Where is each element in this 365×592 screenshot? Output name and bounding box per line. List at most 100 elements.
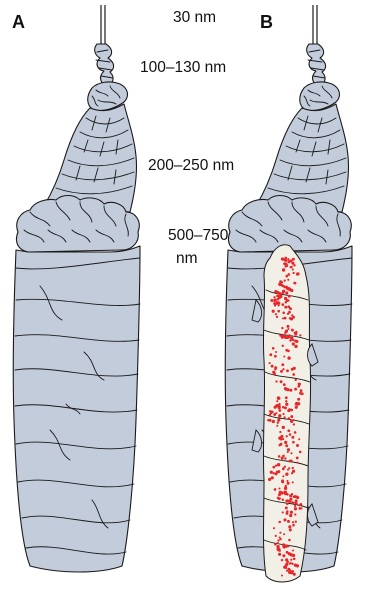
- scaffold-protein-dot: [278, 553, 281, 556]
- scaffold-protein-dot: [281, 336, 284, 339]
- scaffold-protein-dot: [294, 431, 297, 434]
- scaffold-protein-dot: [273, 296, 275, 298]
- scaffold-protein-dot: [280, 380, 283, 383]
- scaffold-protein-dot: [277, 310, 280, 313]
- scaffold-protein-dot: [294, 345, 297, 348]
- scaffold-protein-dot: [296, 340, 299, 343]
- scaffold-protein-dot: [277, 470, 280, 473]
- scaffold-protein-dot: [290, 452, 292, 454]
- scaffold-protein-dot: [278, 497, 280, 499]
- scaffold-protein-dot: [274, 368, 276, 370]
- scaffold-protein-dot: [277, 542, 279, 544]
- scaffold-protein-dot: [286, 480, 288, 482]
- scaffold-protein-dot: [269, 362, 271, 364]
- scaffold-protein-dot: [299, 334, 301, 336]
- scaffold-protein-dot: [286, 551, 289, 554]
- scaffold-protein-dot: [292, 524, 295, 527]
- scaffold-protein-dot: [284, 465, 286, 467]
- scaffold-protein-dot: [286, 503, 289, 506]
- scaffold-protein-dot: [279, 521, 281, 523]
- scaffold-protein-dot: [275, 405, 278, 408]
- panel-label-a: A: [12, 12, 25, 32]
- scaffold-protein-dot: [285, 396, 288, 399]
- scaffold-protein-dot: [292, 481, 294, 483]
- scaffold-protein-dot: [292, 342, 295, 345]
- scaffold-protein-dot: [289, 514, 292, 517]
- scaffold-protein-dot: [291, 266, 293, 268]
- scaffold-protein-dot: [278, 406, 281, 409]
- scaffold-protein-dot: [278, 444, 280, 446]
- scaffold-protein-dot: [285, 400, 287, 402]
- label-coil-width: 200–250 nm: [148, 157, 234, 174]
- scaffold-protein-dot: [299, 451, 302, 454]
- scaffold-protein-dot: [270, 471, 273, 474]
- scaffold-protein-dot: [289, 528, 292, 531]
- scaffold-protein-dot: [296, 503, 298, 505]
- scaffold-protein-dot: [284, 279, 286, 281]
- label-solenoid-width: 100–130 nm: [140, 59, 226, 76]
- panel-a-chromosome: [13, 5, 140, 572]
- scaffold-protein-dot: [284, 317, 287, 320]
- scaffold-protein-dot: [282, 345, 284, 347]
- scaffold-protein-dot: [287, 451, 289, 453]
- scaffold-protein-dot: [269, 410, 271, 412]
- scaffold-protein-dot: [274, 355, 277, 358]
- scaffold-protein-dot: [296, 496, 299, 499]
- scaffold-protein-dot: [285, 403, 288, 406]
- scaffold-protein-dot: [288, 467, 290, 469]
- scaffold-protein-dot: [294, 388, 297, 391]
- scaffold-protein-dot: [281, 363, 284, 366]
- scaffold-protein-dot: [282, 438, 284, 440]
- scaffold-protein-dot: [282, 268, 285, 271]
- scaffold-protein-dot: [292, 268, 294, 270]
- scaffold-protein-dot: [280, 370, 283, 373]
- scaffold-protein-dot: [281, 281, 283, 283]
- scaffold-protein-dot: [291, 501, 293, 503]
- scaffold-protein-dot: [291, 436, 294, 439]
- scaffold-protein-dot: [281, 303, 284, 306]
- scaffold-protein-dot: [286, 263, 288, 265]
- scaffold-protein-dot: [279, 536, 281, 538]
- scaffold-protein-dot: [281, 491, 284, 494]
- scaffold-protein-dot: [278, 548, 280, 550]
- scaffold-protein-dot: [287, 356, 290, 359]
- scaffold-protein-dot: [293, 264, 295, 266]
- scaffold-protein-dot: [287, 279, 289, 281]
- scaffold-protein-dot: [290, 511, 293, 514]
- scaffold-protein-dot: [274, 373, 277, 376]
- scaffold-protein-dot: [296, 462, 298, 464]
- scaffold-protein-dot: [267, 419, 269, 421]
- scaffold-protein-dot: [279, 532, 281, 534]
- scaffold-protein-dot: [292, 258, 295, 261]
- scaffold-protein-dot: [286, 512, 289, 515]
- scaffold-protein-dot: [282, 368, 284, 370]
- scaffold-protein-dot: [282, 413, 284, 415]
- scaffold-protein-dot: [292, 441, 295, 444]
- scaffold-protein-dot: [287, 429, 290, 432]
- scaffold-protein-dot: [282, 511, 284, 513]
- scaffold-protein-dot: [290, 415, 293, 418]
- scaffold-protein-dot: [271, 411, 274, 414]
- scaffold-protein-dot: [288, 525, 291, 528]
- scaffold-protein-dot: [300, 507, 302, 509]
- scaffold-protein-dot: [268, 478, 271, 481]
- scaffold-protein-dot: [286, 388, 289, 391]
- scaffold-protein-dot: [290, 495, 293, 498]
- scaffold-protein-dot: [288, 295, 291, 298]
- scaffold-protein-dot: [288, 260, 291, 263]
- scaffold-protein-dot: [289, 339, 291, 341]
- scaffold-protein-dot: [284, 265, 286, 267]
- scaffold-protein-dot: [290, 553, 293, 556]
- scaffold-protein-dot: [284, 416, 286, 418]
- scaffold-protein-dot: [284, 491, 287, 494]
- scaffold-protein-dot: [298, 438, 300, 440]
- scaffold-protein-dot: [282, 475, 284, 477]
- scaffold-protein-dot: [289, 317, 291, 319]
- scaffold-protein-dot: [276, 316, 278, 318]
- scaffold-protein-dot: [287, 545, 289, 547]
- scaffold-protein-dot: [281, 257, 284, 260]
- scaffold-protein-dot: [285, 558, 288, 561]
- scaffold-protein-dot: [284, 257, 287, 260]
- scaffold-protein-dot: [282, 554, 285, 557]
- scaffold-protein-dot: [296, 456, 299, 459]
